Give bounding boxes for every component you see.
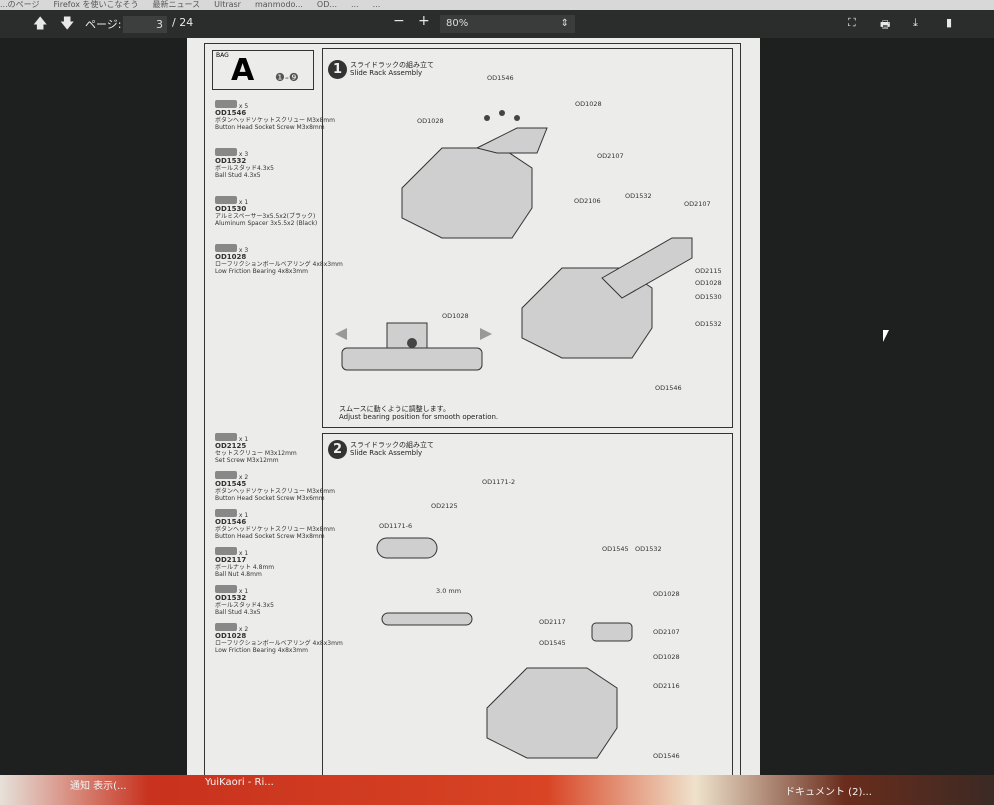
part-callout-label: OD2125 <box>431 502 458 510</box>
arrow-down-icon[interactable]: 🡇 <box>60 16 75 32</box>
pdf-toolbar: 🡅 🡇 ページ: 3 / 24 − + 80% ⇕ ⛶ 🖶 ⤓ ▮ <box>0 10 994 38</box>
part-icon <box>215 623 237 631</box>
bookmark-icon[interactable]: ▮ <box>946 16 953 29</box>
bag-label: BAG <box>216 52 229 59</box>
taskbar-item[interactable]: ドキュメント (2)... <box>785 787 872 798</box>
part-callout-label: OD1546 <box>653 752 680 760</box>
part-callout-label: OD1028 <box>653 653 680 661</box>
part-callout-label: OD1532 <box>635 545 662 553</box>
gear-box-part <box>401 147 533 239</box>
part-icon <box>215 471 237 479</box>
rack-arm-part <box>591 622 633 642</box>
zoom-select[interactable]: 80% ⇕ <box>440 15 575 33</box>
arrow-up-icon[interactable]: 🡅 <box>33 16 48 32</box>
taskbar-item[interactable]: YuiKaori - Ri... <box>205 777 274 788</box>
browser-tab[interactable]: OD... <box>316 0 337 9</box>
part-callout-label: OD2117 <box>539 618 566 626</box>
zoom-value: 80% <box>446 18 469 29</box>
rack-arm-part <box>475 127 548 154</box>
zoom-in-button[interactable]: + <box>418 13 430 29</box>
page-label: ページ: <box>85 18 122 31</box>
browser-tab[interactable]: ...のページ <box>0 0 40 9</box>
part-callout-label: OD1028 <box>442 312 469 320</box>
part-icon <box>215 547 237 555</box>
step-number: 2 <box>328 440 347 459</box>
part-callout-label: OD1171-2 <box>482 478 515 486</box>
part-icon <box>215 244 237 252</box>
part-callout-label: OD2107 <box>597 152 624 160</box>
gear-box-part <box>486 667 618 759</box>
browser-tab[interactable]: ... <box>372 0 381 9</box>
bracket-part <box>386 322 428 349</box>
rack-arm-part <box>601 237 693 299</box>
part-callout-label: OD2107 <box>684 200 711 208</box>
page-total: / 24 <box>172 16 194 29</box>
part-icon <box>215 100 237 108</box>
download-icon[interactable]: ⤓ <box>913 16 918 29</box>
bag-box: BAG A ❶-❾ <box>212 50 314 90</box>
browser-tab-strip: ...のページ Firefox を使いこなそう 最新ニュース Ultrasr manmo… <box>0 0 994 10</box>
step-note: スムースに動くように調整します。Adjust bearing position … <box>339 405 499 421</box>
browser-tab[interactable]: 最新ニュース <box>152 0 201 9</box>
browser-tab[interactable]: Ultrasr <box>214 0 241 9</box>
assembly-diagram: OD1546OD1028OD1028OD2107OD2106OD1532OD21… <box>335 74 722 760</box>
part-callout-label: OD1546 <box>655 384 682 392</box>
part-callout-label: OD2115 <box>695 267 722 275</box>
part-callout-label: 3.0 mm <box>436 587 461 595</box>
part-callout-label: OD1028 <box>695 279 722 287</box>
rod-end-part <box>376 537 438 559</box>
step-number: 1 <box>328 60 347 79</box>
part-icon <box>215 509 237 517</box>
part-callout-label: OD2116 <box>653 682 680 690</box>
part-icon <box>215 148 237 156</box>
part-callout-label: OD2106 <box>574 197 601 205</box>
step1-box <box>322 48 733 428</box>
page-number-input[interactable]: 3 <box>123 16 167 33</box>
bag-step-range: ❶-❾ <box>275 71 299 84</box>
part-callout-label: OD1532 <box>695 320 722 328</box>
part-callout-label: OD1028 <box>417 117 444 125</box>
browser-tab[interactable]: ... <box>351 0 359 9</box>
part-callout-label: OD1028 <box>575 100 602 108</box>
fullscreen-icon[interactable]: ⛶ <box>848 16 856 29</box>
taskbar-item[interactable]: 通知 表示(... <box>70 781 127 792</box>
part-icon <box>215 196 237 204</box>
zoom-out-button[interactable]: − <box>393 13 405 29</box>
rod-part <box>381 612 473 626</box>
mouse-cursor <box>883 330 889 342</box>
part-icon <box>215 433 237 441</box>
browser-tab[interactable]: Firefox を使いこなそう <box>53 0 139 9</box>
part-callout-label: OD1545 <box>602 545 629 553</box>
part-callout-label: OD1171-6 <box>379 522 412 530</box>
print-icon[interactable]: 🖶 <box>880 18 891 31</box>
taskbar: 通知 表示(... YuiKaori - Ri... ドキュメント (2)... <box>0 775 994 805</box>
browser-tab[interactable]: manmodo... <box>254 0 303 9</box>
part-callout-label: OD1532 <box>625 192 652 200</box>
part-callout-label: OD1530 <box>695 293 722 301</box>
part-callout-label: OD1028 <box>653 590 680 598</box>
part-callout-label: OD1546 <box>487 74 514 82</box>
bag-letter: A <box>231 53 255 88</box>
select-arrows-icon: ⇕ <box>560 18 569 29</box>
part-callout-label: OD2107 <box>653 628 680 636</box>
slide-rack-part <box>341 347 483 371</box>
part-icon <box>215 585 237 593</box>
part-callout-label: OD1545 <box>539 639 566 647</box>
